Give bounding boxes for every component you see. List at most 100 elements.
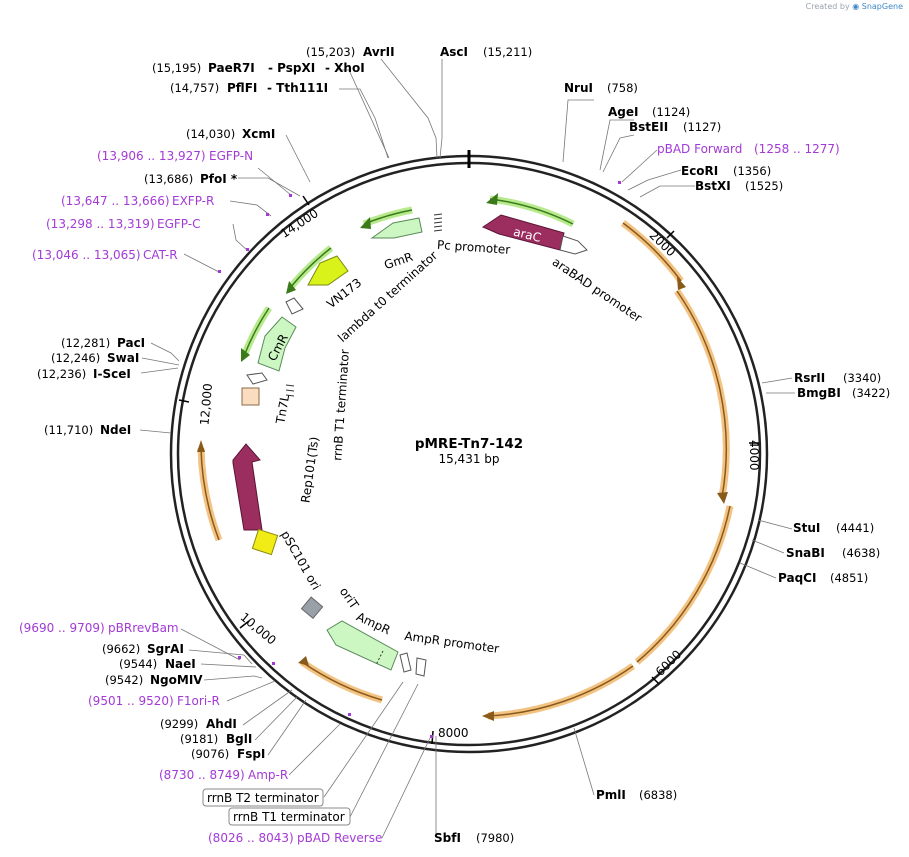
site-bmgbi: BmgBI [797,386,841,400]
site-ngomiv-pos: (9542) [105,673,143,687]
ampr-promoter-shape-2 [415,657,427,677]
primer-ampr-range: (8730 .. 8749) [159,768,245,782]
primer-pbrrevbam: pBRrevBam [108,621,179,635]
tn7l-label: Tn7L [273,393,292,426]
ampr-promoter-shape [399,652,412,673]
psc101-ori-feature [251,528,279,556]
site-agei: AgeI [608,105,638,119]
site-ndei: NdeI [100,423,131,437]
primer-marks [218,181,621,738]
site-snabi: SnaBI [786,546,825,560]
plasmid-length: 15,431 bp [438,452,499,466]
site-paer7i-pos: (15,195) [152,61,201,75]
rep101-label: Rep101(Ts) [298,436,321,504]
site-pmli-pos: (6838) [639,788,677,802]
site-sgrai-pos: (9662) [102,642,140,656]
psc101-ori-label: pSC101 ori [278,528,323,592]
site-bsteii: BstEII [629,120,668,134]
site-asci: AscI [440,45,468,59]
site-bgli: BglI [226,732,252,746]
primer-egfpn-range: (13,906 .. 13,927) [97,149,206,163]
tick-marks [178,195,759,745]
ampr-promoter-label: AmpR promoter [404,629,500,656]
site-swai-pos: (12,246) [51,351,100,365]
primer-pbadfwd-range: (1258 .. 1277) [754,142,840,156]
primer-pbadrev-range: (8026 .. 8043) [208,831,294,845]
site-agei-pos: (1124) [652,105,690,119]
site-pfoi: PfoI * [200,172,238,186]
primer-f1orir: F1ori-R [177,694,220,708]
rrnb-t1-box [228,807,351,826]
site-pspxi: - PspXI [268,61,315,75]
ampr-dash [375,650,384,666]
primer-exfpr-range: (13,647 .. 13,666) [61,194,170,208]
site-tth111i: - Tth111I [267,81,328,95]
rrnb-t1-box-label: rrnB T1 terminator [233,810,345,824]
site-pflfi: PflFI [227,81,257,95]
site-ecori-pos: (1356) [733,164,771,178]
plasmid-name: pMRE-Tn7-142 [415,436,523,452]
site-xcmi-pos: (14,030) [186,127,235,141]
small-terminator-shape [246,372,268,385]
rrnb-t2-label: rrnB T2 terminator [207,791,319,805]
green-arrowheads [241,193,498,362]
gmr-feature [370,217,423,239]
primer-pbadrev: pBAD Reverse [297,831,382,845]
site-sgrai: SgrAI [147,642,184,656]
site-swai: SwaI [107,351,139,365]
site-pflfi-pos: (14,757) [170,81,219,95]
leader-lines [139,58,795,839]
primer-ampr: Amp-R [248,768,288,782]
rrnb-t1-shape [285,384,295,397]
rep101-feature [232,443,263,531]
tick-4000: 4000 [747,440,761,471]
tick-8000: 8000 [438,726,469,740]
vn173-feature [307,255,349,286]
primer-egfpn: EGFP-N [209,149,253,163]
orit-feature [300,596,324,619]
site-paqci: PaqCI [778,571,816,585]
arac-label: araC [512,225,543,245]
tick-14000: 14,000 [278,206,321,241]
ampr-feature [326,620,399,671]
primer-catr: CAT-R [143,248,178,262]
tick-10000: 10,000 [238,610,279,648]
site-rsrii: RsrII [794,371,825,385]
tn7l-feature [241,387,260,406]
site-nrui: NruI [564,81,593,95]
snapgene-logo-icon: ◉ [852,2,860,11]
site-ecori: EcoRI [681,164,718,178]
site-iscei: I-SceI [93,367,131,381]
lambda-terminator-shape [285,297,304,315]
site-asci-pos: (15,211) [483,45,532,59]
site-xcmi: XcmI [242,127,275,141]
site-paci-pos: (12,281) [61,336,110,350]
pc-promoter-shape [433,213,443,232]
site-sbfi: SbfI [434,831,461,845]
arabad-label: araBAD promoter [550,255,645,325]
site-naei-pos: (9544) [119,657,157,671]
site-iscei-pos: (12,236) [37,367,86,381]
primer-f1orir-range: (9501 .. 9520) [88,694,174,708]
site-xhoi: - XhoI [325,61,365,75]
site-ndei-pos: (11,710) [44,423,93,437]
site-nrui-pos: (758) [607,81,638,95]
primer-egfpc: EGFP-C [157,217,200,231]
primer-exfpr: EXFP-R [172,194,214,208]
primer-pbadfwd: pBAD Forward [657,142,742,156]
site-bgli-pos: (9181) [180,732,218,746]
site-sbfi-pos: (7980) [476,831,514,845]
site-paqci-pos: (4851) [830,571,868,585]
orf-arrowheads [197,277,728,721]
site-paci: PacI [117,336,145,350]
site-avrii: AvrII [363,45,395,59]
snapgene-credit: Created by ◉ SnapGene [805,2,903,11]
site-stui-pos: (4441) [836,521,874,535]
primer-catr-range: (13,046 .. 13,065) [32,248,141,262]
site-avrii-pos: (15,203) [306,45,355,59]
orit-label: oriT [337,585,362,612]
site-naei: NaeI [165,657,196,671]
site-fspi-pos: (9076) [191,747,229,761]
pc-promoter-label: Pc promoter [437,238,511,257]
